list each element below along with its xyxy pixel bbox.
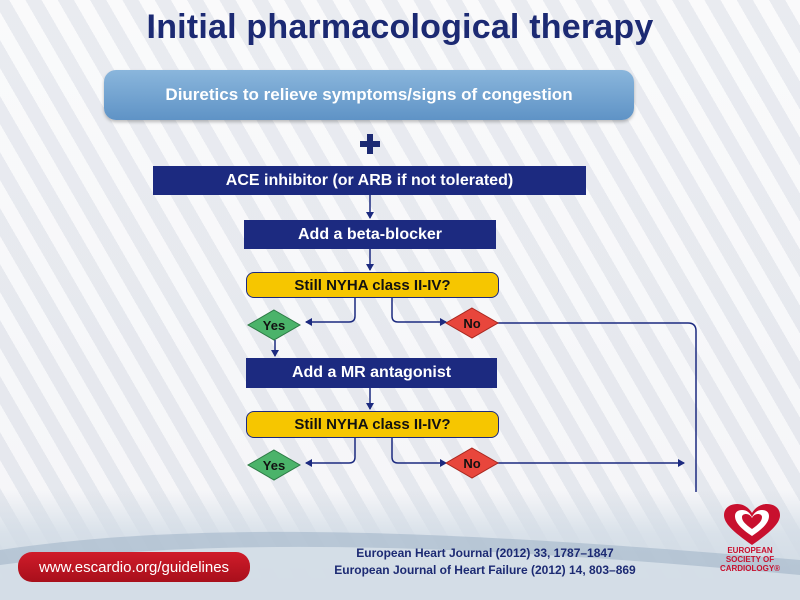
nyha-question-1: Still NYHA class II-IV? <box>246 272 499 298</box>
no-label-1: No <box>463 315 481 331</box>
yes-decision-1: Yes <box>247 309 301 341</box>
plus-icon <box>360 134 380 154</box>
page-title: Initial pharmacological therapy <box>146 8 654 46</box>
esc-heart-logo-icon <box>724 504 780 545</box>
website-link[interactable]: www.escardio.org/guidelines <box>18 552 250 582</box>
no-decision-1: No <box>445 307 499 339</box>
references: European Heart Journal (2012) 33, 1787–1… <box>290 545 680 579</box>
nyha-question-2: Still NYHA class II-IV? <box>246 411 499 438</box>
no-label-2: No <box>463 455 481 471</box>
diuretics-box: Diuretics to relieve symptoms/signs of c… <box>104 70 634 120</box>
no-decision-2: No <box>445 447 499 479</box>
esc-logo-text: EUROPEAN SOCIETY OF CARDIOLOGY® <box>719 546 781 573</box>
reference-1: European Heart Journal (2012) 33, 1787–1… <box>356 546 614 560</box>
reference-2: European Journal of Heart Failure (2012)… <box>334 563 636 577</box>
mr-antagonist-box: Add a MR antagonist <box>246 358 497 388</box>
ace-inhibitor-box: ACE inhibitor (or ARB if not tolerated) <box>153 166 586 195</box>
yes-label-2: Yes <box>262 457 286 473</box>
yes-label-1: Yes <box>262 317 286 333</box>
yes-decision-2: Yes <box>247 449 301 481</box>
beta-blocker-box: Add a beta-blocker <box>244 220 496 249</box>
